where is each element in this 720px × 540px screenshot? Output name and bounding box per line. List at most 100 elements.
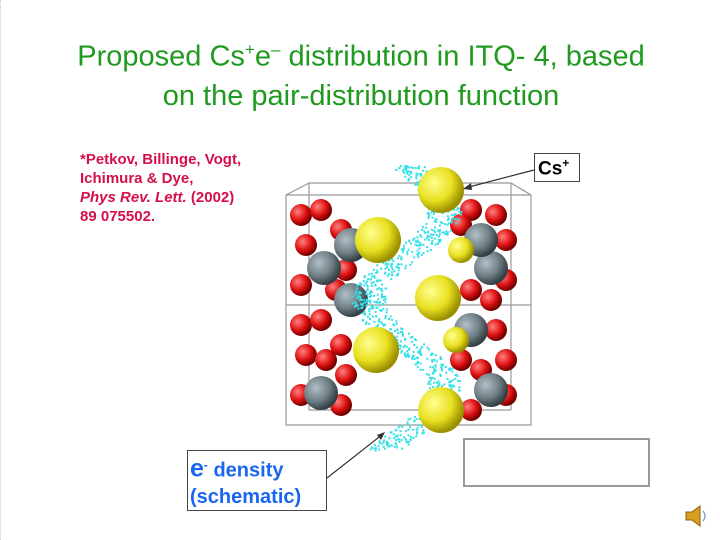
electron-density-dot [407, 443, 410, 446]
electron-density-dot [412, 354, 415, 357]
electron-density-dot [359, 295, 362, 298]
electron-density-dot [416, 183, 419, 186]
electron-density-dot [422, 252, 425, 255]
electron-density-dot [442, 363, 445, 366]
electron-density-dot [418, 165, 421, 168]
oxygen-atom [295, 234, 317, 256]
electron-density-dot [380, 283, 383, 286]
electron-density-dot [377, 279, 380, 282]
electron-density-dot [419, 347, 422, 350]
electron-density-dot [425, 373, 428, 376]
electron-density-dot [368, 310, 371, 313]
electron-density-dot [410, 166, 413, 169]
electron-density-dot [428, 373, 431, 376]
electron-density-dot [428, 376, 431, 379]
electron-density-dot [398, 167, 401, 170]
electron-density-dot [387, 442, 390, 445]
electron-density-dot [365, 323, 368, 326]
electron-density-dot [407, 179, 410, 182]
electron-density-dot [446, 215, 449, 218]
electron-density-dot [351, 302, 354, 305]
electron-density-dot [405, 429, 408, 432]
electron-density-dot [400, 257, 403, 260]
electron-density-dot [380, 295, 383, 298]
electron-density-dot [384, 314, 387, 317]
electron-density-dot [418, 181, 421, 184]
oxygen-atom [485, 319, 507, 341]
electron-density-dot [382, 441, 385, 444]
electron-density-dot [409, 417, 412, 420]
electron-density-dot [369, 317, 372, 320]
oxygen-atom [310, 199, 332, 221]
electron-density-dot [372, 307, 375, 310]
electron-density-dot [404, 165, 407, 168]
electron-density-dot [431, 239, 434, 242]
electron-density-dot [404, 352, 407, 355]
oxygen-atom [495, 229, 517, 251]
electron-density-dot [409, 438, 412, 441]
oxygen-atom [290, 274, 312, 296]
electron-density-dot [356, 304, 359, 307]
electron-density-dot [377, 287, 380, 290]
electron-density-dot [371, 306, 374, 309]
electron-density-dot [360, 298, 363, 301]
electron-density-dot [376, 264, 379, 267]
electron-density-dot [434, 354, 437, 357]
electron-density-dot [374, 315, 377, 318]
electron-density-dot [404, 175, 407, 178]
electron-density-dot [441, 231, 444, 234]
electron-density-dot [406, 441, 409, 444]
electron-density-dot [398, 254, 401, 257]
electron-density-dot [385, 311, 388, 314]
electron-density-dot [441, 212, 444, 215]
electron-density-dot [404, 438, 407, 441]
electron-density-dot [365, 290, 368, 293]
electron-density-dot [451, 220, 454, 223]
electron-density-dot [361, 302, 364, 305]
electron-density-dot [351, 295, 354, 298]
electron-density-dot [389, 328, 392, 331]
cs-atom [355, 217, 401, 263]
electron-density-dot [386, 266, 389, 269]
electron-density-dot [426, 357, 429, 360]
electron-density-dot [363, 313, 366, 316]
electron-density-dot [427, 348, 430, 351]
electron-density-dot [401, 447, 404, 450]
electron-density-dot [438, 224, 441, 227]
speaker-icon[interactable] [683, 503, 709, 529]
electron-density-dot [376, 293, 379, 296]
electron-density-dot [433, 212, 436, 215]
empty-text-box[interactable] [463, 438, 650, 487]
citation-authors-2: Ichimura & Dye, [80, 170, 194, 187]
electron-density-dot [377, 298, 380, 301]
electron-density-dot [368, 308, 371, 311]
electron-density-dot [414, 167, 417, 170]
electron-density-dot [416, 365, 419, 368]
electron-density-dot [449, 385, 452, 388]
electron-density-dot [412, 436, 415, 439]
cs-label: Cs+ [534, 153, 580, 182]
electron-density-dot [454, 374, 457, 377]
electron-density-dot [460, 210, 463, 213]
electron-density-dot [376, 306, 379, 309]
electron-density-dot [449, 229, 452, 232]
electron-density-dot [439, 221, 442, 224]
electron-density-dot [365, 301, 368, 304]
electron-density-dot [376, 271, 379, 274]
electron-density-dot [418, 418, 421, 421]
electron-density-dot [398, 263, 401, 266]
electron-density-dot [417, 424, 420, 427]
electron-density-dot [417, 167, 420, 170]
electron-density-dot [418, 247, 421, 250]
electron-density-dot [413, 344, 416, 347]
electron-density-dot [434, 369, 437, 372]
electron-density-dot [438, 241, 441, 244]
electron-density-dot [404, 168, 407, 171]
electron-density-dot [399, 340, 402, 343]
electron-density-dot [416, 254, 419, 257]
electron-density-dot [437, 238, 440, 241]
electron-density-dot [430, 211, 433, 214]
oxygen-atom [450, 349, 472, 371]
electron-density-dot [397, 269, 400, 272]
